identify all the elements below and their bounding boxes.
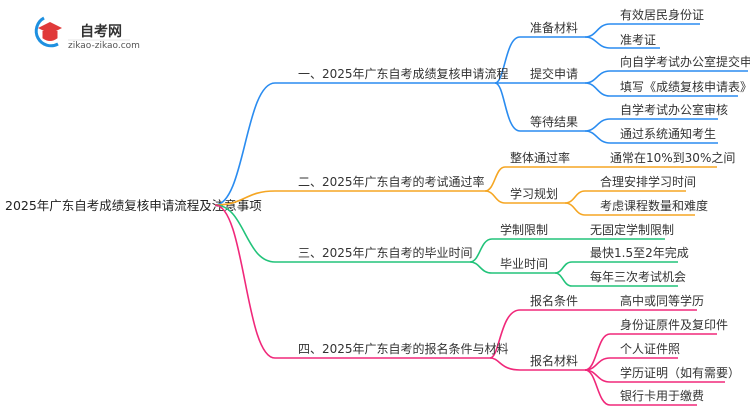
root-topic: 2025年广东自考成绩复核申请流程及注意事项 bbox=[5, 198, 262, 213]
leaf: 个人证件照 bbox=[620, 342, 680, 356]
branch-2-label: 二、2025年广东自考的考试通过率 bbox=[298, 174, 485, 189]
leaf: 最快1.5至2年完成 bbox=[590, 245, 689, 260]
topic-overall-pass-rate: 整体通过率 bbox=[510, 150, 570, 165]
connector-line bbox=[484, 190, 565, 204]
connector-line bbox=[564, 202, 695, 216]
leaf: 通过系统通知考生 bbox=[620, 127, 716, 141]
leaf: 考虑课程数量和难度 bbox=[600, 198, 708, 213]
connector-line bbox=[554, 261, 678, 274]
logo-title: 自考网 bbox=[80, 23, 122, 40]
leaf: 向自学考试办公室提交申请 bbox=[620, 54, 750, 69]
leaf: 身份证原件及复印件 bbox=[620, 317, 728, 332]
connector-line bbox=[214, 204, 470, 263]
connector-line bbox=[489, 357, 585, 371]
logo: 自考网 zikao-zikao.com bbox=[34, 16, 140, 51]
leaf: 有效居民身份证 bbox=[620, 7, 704, 22]
connector-line bbox=[584, 130, 718, 144]
topic-prepare-materials: 准备材料 bbox=[530, 21, 578, 35]
connector-line bbox=[584, 369, 697, 406]
leaf: 填写《成绩复核申请表》 bbox=[620, 80, 750, 94]
connector-line bbox=[584, 23, 700, 38]
leaf: 通常在10%到30%之间 bbox=[610, 151, 735, 165]
leaf: 无固定学制限制 bbox=[590, 222, 674, 237]
connector-line bbox=[489, 309, 697, 359]
connector-line bbox=[42, 31, 58, 41]
leaf: 自学考试办公室审核 bbox=[620, 102, 728, 117]
connector-line bbox=[494, 36, 585, 84]
connector-line bbox=[494, 82, 585, 132]
graduation-cap-icon bbox=[34, 16, 62, 48]
topic-registration-conditions: 报名条件 bbox=[530, 293, 578, 308]
logo-subtitle: zikao-zikao.com bbox=[68, 41, 140, 51]
topic-graduation-time: 毕业时间 bbox=[500, 257, 548, 271]
branch-1-label: 一、2025年广东自考成绩复核申请流程 bbox=[298, 66, 509, 81]
leaf: 银行卡用于缴费 bbox=[620, 388, 704, 403]
connector-line bbox=[584, 82, 738, 97]
leaf: 高中或同等学历 bbox=[620, 293, 704, 308]
leaf: 每年三次考试机会 bbox=[590, 269, 686, 284]
leaf: 准考证 bbox=[620, 33, 656, 47]
topic-registration-materials: 报名材料 bbox=[530, 353, 578, 368]
topic-await-result: 等待结果 bbox=[530, 115, 578, 129]
branch-4-label: 四、2025年广东自考的报名条件与材料 bbox=[298, 341, 509, 356]
connector-line bbox=[584, 36, 660, 49]
topic-submit-application: 提交申请 bbox=[530, 66, 578, 81]
connector-line bbox=[214, 190, 485, 206]
connector-line bbox=[469, 261, 555, 274]
connector-line bbox=[584, 357, 678, 371]
connector-line bbox=[554, 272, 678, 287]
topic-study-planning: 学习规划 bbox=[510, 186, 558, 201]
connector-line bbox=[564, 190, 686, 204]
connector-line bbox=[469, 238, 665, 263]
leaf: 合理安排学习时间 bbox=[600, 174, 696, 189]
connector-line bbox=[214, 204, 490, 359]
connector-line bbox=[584, 118, 718, 132]
connector-line bbox=[34, 16, 59, 48]
connector-line bbox=[214, 82, 495, 206]
branch-3-label: 三、2025年广东自考的毕业时间 bbox=[298, 245, 473, 260]
topic-schooling-limit: 学制限制 bbox=[500, 222, 548, 237]
connector-line bbox=[484, 166, 717, 192]
leaf: 学历证明（如有需要） bbox=[620, 365, 740, 380]
